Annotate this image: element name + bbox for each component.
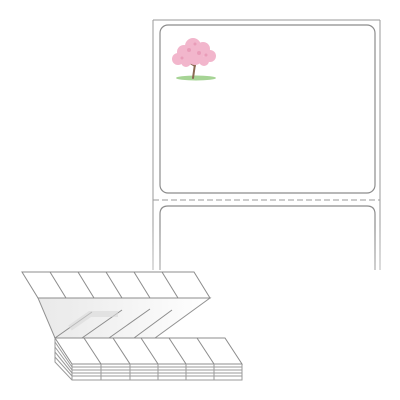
fanfold-top-row [21, 271, 211, 299]
fanfold-diagonal-section [37, 297, 212, 339]
grass-patch [176, 75, 216, 81]
cherry-blossom-tree-artwork [172, 38, 216, 81]
label-1 [159, 24, 376, 194]
fanfold-stack [21, 271, 243, 381]
stacked-sheet-edges [54, 338, 243, 381]
fanfold-bottom-stack [54, 337, 243, 381]
